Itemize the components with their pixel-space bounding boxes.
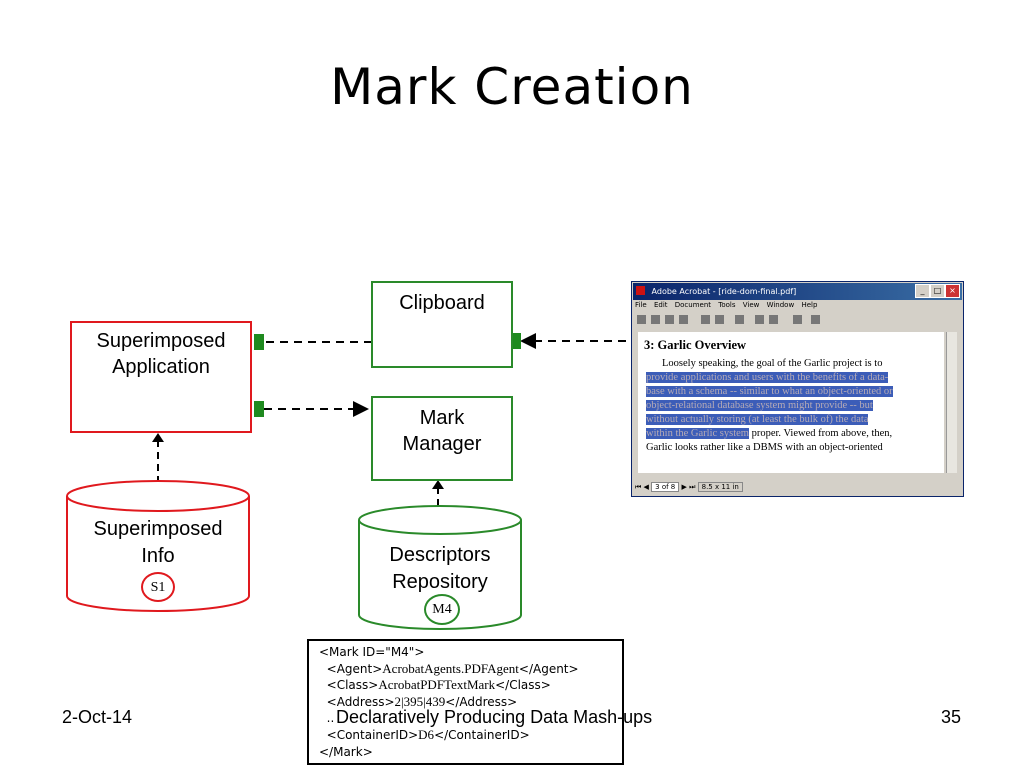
find-icon [715, 315, 724, 324]
port-clipboard-right [511, 333, 521, 349]
zoom-icon [769, 315, 778, 324]
mark-manager-box: Mark Manager [371, 396, 513, 481]
xml-line-ellipsis: .. [326, 711, 335, 726]
xml-line-address: <Address>2|395|439</Address> [326, 693, 518, 709]
footer-page-number: 35 [941, 707, 962, 727]
maximize-icon[interactable]: □ [930, 284, 945, 298]
cylinder-descriptors-repository [358, 520, 522, 630]
doc-line-4: object-relational database system might … [646, 400, 873, 411]
menu-item-view[interactable]: View [742, 301, 760, 309]
save-icon [665, 315, 674, 324]
cylinder-superimposed-info [66, 496, 250, 612]
xml-line-agent: <Agent>AcrobatAgents.PDFAgent</Agent> [326, 660, 579, 676]
acrobat-app-icon [636, 286, 645, 295]
clipboard-box: Clipboard [371, 281, 513, 368]
acrobat-window-title: Adobe Acrobat - [ride-dom-final.pdf] [651, 287, 797, 296]
mark-manager-line2: Manager [402, 433, 482, 455]
doc-line-3: base with a schema -- similar to what an… [646, 386, 893, 397]
superimposed-info-line1: Superimposed [93, 518, 223, 540]
doc-line-2: provide applications and users with the … [646, 372, 889, 383]
doc-line-6: within the Garlic system proper. Viewed … [646, 428, 893, 439]
menu-item-window[interactable]: Window [766, 301, 795, 309]
cylinder-descriptors-repository-top [358, 505, 522, 535]
acrobat-document-pane[interactable]: 3: Garlic Overview Loosely speaking, the… [638, 332, 944, 473]
xml-line-mark: <Mark ID="M4"> [319, 645, 425, 659]
hand-tool-icon [755, 315, 764, 324]
doc-heading: 3: Garlic Overview [644, 338, 747, 352]
doc-line-5: without actually storing (at least the b… [646, 414, 869, 425]
clipboard-label: Clipboard [399, 292, 485, 314]
acrobat-menubar: File Edit Document Tools View Window Hel… [635, 301, 822, 309]
descriptors-repository-line1: Descriptors [389, 544, 491, 566]
acrobat-toolbar [637, 315, 820, 324]
email-icon [679, 315, 688, 324]
acrobat-statusbar: ⏮ ◀ 3 of 8 ▶ ⏭ 8.5 x 11 in [635, 482, 743, 492]
footer-date: 2-Oct-14 [62, 707, 133, 727]
acrobat-titlebar: Adobe Acrobat - [ride-dom-final.pdf] [633, 283, 962, 300]
page-size-indicator: 8.5 x 11 in [697, 482, 743, 492]
bookmark-icon [735, 315, 744, 324]
mark-xml-box: <Mark ID="M4"> <Agent>AcrobatAgents.PDFA… [307, 639, 624, 765]
cylinder-superimposed-info-top [66, 480, 250, 512]
minimize-icon[interactable]: _ [915, 284, 930, 298]
superimposed-info-line2: Info [141, 545, 175, 567]
superimposed-application-line1: Superimposed [96, 330, 226, 352]
open-icon [637, 315, 646, 324]
superimposed-application-box: Superimposed Application [70, 321, 252, 433]
tag-s1: S1 [141, 572, 175, 602]
search-icon [701, 315, 710, 324]
last-page-icon[interactable]: ▶ ⏭ [681, 483, 698, 491]
acrobat-window: Adobe Acrobat - [ride-dom-final.pdf] _ □… [631, 281, 964, 497]
mark-manager-line1: Mark [419, 407, 465, 429]
close-icon[interactable]: × [945, 284, 960, 298]
column-select-icon [811, 315, 820, 324]
doc-line-7: Garlic looks rather like a DBMS with an … [646, 442, 883, 453]
port-app-top [254, 334, 264, 350]
port-app-bottom [254, 401, 264, 417]
text-select-icon [793, 315, 802, 324]
superimposed-application-line2: Application [112, 356, 210, 378]
footer-center-text: Declaratively Producing Data Mash-ups [336, 707, 653, 727]
menu-item-tools[interactable]: Tools [718, 301, 736, 309]
arrow-up-manager [432, 480, 444, 489]
vertical-scrollbar[interactable] [946, 332, 957, 473]
page-indicator: 3 of 8 [651, 482, 680, 492]
doc-line-1: Loosely speaking, the goal of the Garlic… [662, 358, 883, 369]
superimposed-info-label: Superimposed Info [67, 516, 249, 570]
xml-line-container: <ContainerID>D6</ContainerID> [326, 726, 530, 742]
descriptors-repository-label: Descriptors Repository [359, 542, 521, 596]
arrow-up-app [152, 433, 164, 442]
menu-item-document[interactable]: Document [674, 301, 712, 309]
print-icon [651, 315, 660, 324]
menu-item-edit[interactable]: Edit [653, 301, 668, 309]
xml-line-end: </Mark> [319, 744, 373, 759]
menu-item-help[interactable]: Help [801, 301, 818, 309]
menu-item-file[interactable]: File [635, 301, 647, 309]
first-page-icon[interactable]: ⏮ ◀ [635, 483, 652, 491]
slide-title: Mark Creation [330, 58, 694, 116]
descriptors-repository-line2: Repository [392, 571, 488, 593]
tag-m4: M4 [424, 594, 460, 625]
xml-line-class: <Class>AcrobatPDFTextMark</Class> [326, 677, 551, 693]
